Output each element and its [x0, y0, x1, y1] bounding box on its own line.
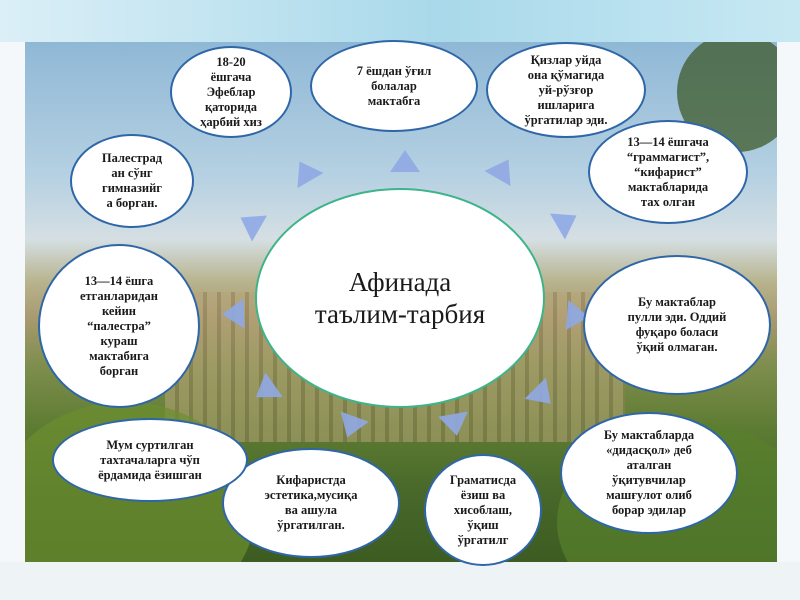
node-girls-home: Қизлар уйда она қўмагида уй-рўзғор ишлар…	[486, 42, 646, 138]
node-text: Бу мактабларда «дидасқол» деб аталган ўқ…	[603, 428, 695, 517]
node-kifarist-aesthetics: Кифаристда эстетика,мусиқа ва ашула ўрга…	[222, 448, 400, 558]
center-topic: Афинада таълим-тарбия	[255, 188, 545, 408]
node-text: Қизлар уйда она қўмагида уй-рўзғор ишлар…	[524, 52, 608, 127]
bottom-decor-band	[0, 562, 800, 600]
node-text: Граматисда ёзиш ва хисоблаш, ўқиш ўргати…	[449, 472, 517, 547]
node-grammatist-writing: Граматисда ёзиш ва хисоблаш, ўқиш ўргати…	[424, 454, 542, 566]
node-text: 13—14 ёшга етганларидан кейин “палестра”…	[79, 273, 158, 378]
center-topic-text: Афинада таълим-тарбия	[314, 266, 486, 329]
node-wax-tablets: Мум суртилган тахтачаларга чўп ёрдамида …	[52, 418, 248, 502]
node-text: Мум суртилган тахтачаларга чўп ёрдамида …	[98, 437, 202, 482]
node-text: 13—14 ёшгача “граммагист”, “кифарист” ма…	[626, 134, 710, 209]
node-boys-school: 7 ёшдан ўғил болалар мактабга	[310, 40, 478, 132]
node-palestra: 13—14 ёшга етганларидан кейин “палестра”…	[38, 244, 200, 408]
top-decor-band	[0, 0, 800, 42]
node-text: 18-20 ёшгача Эфеблар қаторида ҳарбий хиз	[200, 54, 262, 129]
node-grammatist-kifarist: 13—14 ёшгача “граммагист”, “кифарист” ма…	[588, 120, 748, 224]
node-gymnasium: Палестрад ан сўнг гимназийг а борган.	[70, 134, 194, 228]
node-text: Бу мактаблар пулли эди. Оддий фуқаро бол…	[627, 295, 727, 354]
arrow-icon	[221, 298, 245, 330]
node-paid-schools: Бу мактаблар пулли эди. Оддий фуқаро бол…	[583, 255, 771, 395]
node-text: Кифаристда эстетика,мусиқа ва ашула ўрга…	[264, 473, 358, 532]
node-text: 7 ёшдан ўғил болалар мактабга	[356, 63, 432, 108]
node-ephebes: 18-20 ёшгача Эфеблар қаторида ҳарбий хиз	[170, 46, 292, 138]
node-text: Палестрад ан сўнг гимназийг а борган.	[101, 151, 163, 210]
node-didaskal-teachers: Бу мактабларда «дидасқол» деб аталган ўқ…	[560, 412, 738, 534]
arrow-icon	[390, 150, 420, 172]
